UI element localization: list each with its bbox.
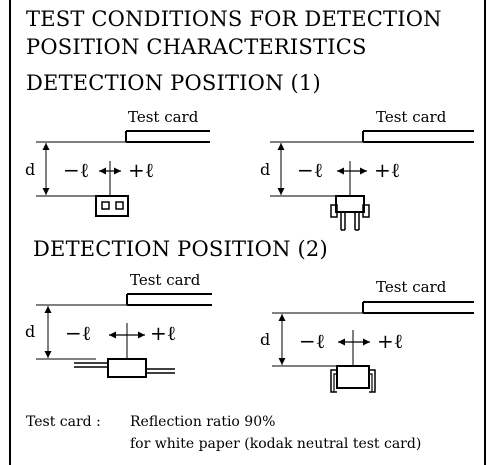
test-card-1 [125, 130, 210, 143]
test-card-label-4: Test card [376, 278, 447, 296]
note-label: Test card : [26, 414, 101, 430]
sensor-chip-1 [95, 195, 129, 217]
test-card-label-1: Test card [128, 108, 199, 126]
dim-d-label-1: d [25, 160, 35, 179]
dim-d-label-4: d [260, 330, 270, 349]
test-card-3 [126, 293, 212, 306]
section-2-heading: DETECTION POSITION (2) [33, 237, 328, 261]
diagram-1: d −ℓ +ℓ [25, 130, 210, 217]
minus-l-label-4: −ℓ [299, 329, 325, 353]
test-card-2 [362, 130, 474, 143]
sensor-chip-4 [330, 365, 376, 393]
test-card-label-2: Test card [376, 108, 447, 126]
minus-l-label-3: −ℓ [65, 321, 91, 345]
diagram-4: d −ℓ +ℓ [260, 301, 474, 393]
plus-l-label-4: +ℓ [377, 329, 403, 353]
diagram-3: d −ℓ +ℓ [25, 293, 212, 378]
title-line-1: TEST CONDITIONS FOR DETECTION [26, 7, 442, 31]
title-line-2: POSITION CHARACTERISTICS [26, 35, 367, 59]
note-line-2: for white paper (kodak neutral test card… [130, 436, 422, 452]
dim-d-label-3: d [25, 322, 35, 341]
plus-l-label-1: +ℓ [128, 158, 154, 182]
sensor-chip-3 [74, 358, 175, 378]
dim-d-label-2: d [260, 160, 270, 179]
minus-l-label-2: −ℓ [297, 158, 323, 182]
minus-l-label-1: −ℓ [63, 158, 89, 182]
note-line-1: Reflection ratio 90% [130, 414, 276, 430]
test-card-label-3: Test card [130, 271, 201, 289]
plus-l-label-2: +ℓ [374, 158, 400, 182]
sensor-chip-2 [330, 195, 370, 231]
plus-l-label-3: +ℓ [150, 321, 176, 345]
test-card-4 [362, 301, 474, 314]
section-1-heading: DETECTION POSITION (1) [26, 71, 321, 95]
diagram-2: d −ℓ +ℓ [260, 130, 474, 231]
